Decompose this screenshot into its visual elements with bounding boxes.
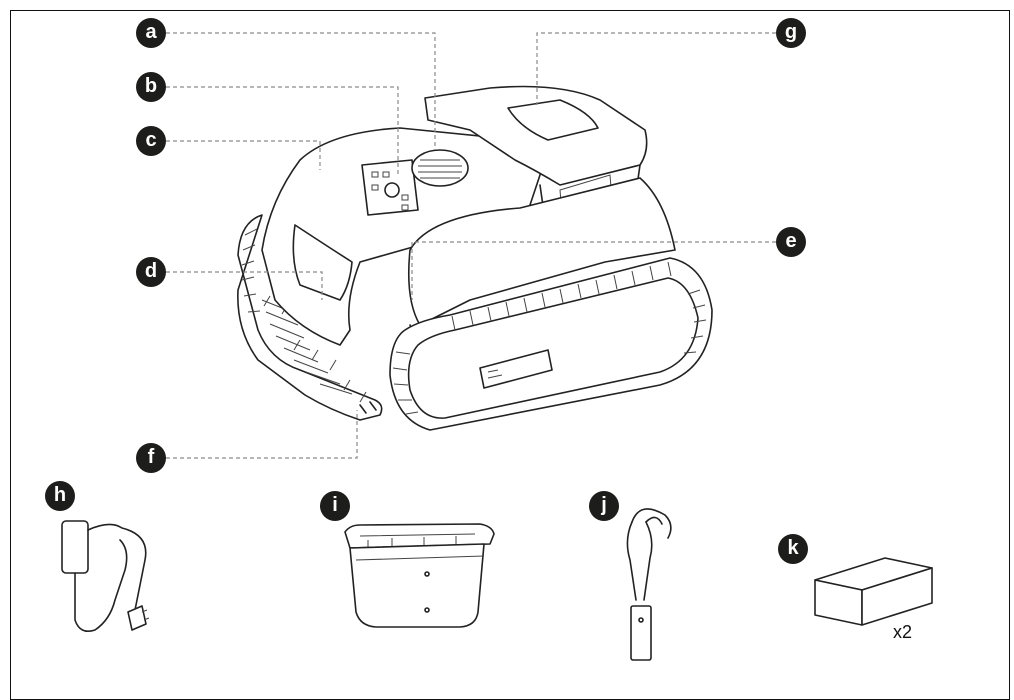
leader-line-f — [166, 410, 358, 459]
leader-line-b — [166, 86, 399, 175]
callout-c: c — [136, 126, 166, 156]
callout-label: a — [145, 21, 157, 43]
leader-lines — [166, 32, 776, 459]
callout-label: h — [54, 484, 66, 506]
hook-tool-illustration — [626, 508, 672, 661]
callout-label: b — [145, 75, 157, 97]
callout-label: d — [145, 260, 157, 282]
leader-line-c — [166, 140, 321, 170]
callout-label: i — [332, 494, 338, 516]
leader-line-a — [166, 32, 436, 150]
filter-basket-illustration — [344, 523, 495, 628]
leader-line-d — [166, 271, 323, 300]
leader-line-g — [536, 32, 776, 105]
callout-a: a — [136, 18, 166, 48]
quantity-label: x2 — [893, 622, 912, 642]
callout-d: d — [136, 257, 166, 287]
callout-k: k — [778, 534, 808, 564]
callout-label: c — [145, 129, 156, 151]
callout-i: i — [320, 491, 350, 521]
callout-e: e — [776, 227, 806, 257]
callout-b: b — [136, 72, 166, 102]
callout-label: g — [785, 21, 797, 43]
callout-g: g — [776, 18, 806, 48]
foam-block-illustration — [814, 557, 933, 626]
callout-h: h — [45, 481, 75, 511]
power-adapter-illustration — [61, 520, 150, 633]
parts-diagram: x2 a b c d e f g h i j k — [45, 18, 933, 661]
callout-label: j — [600, 494, 607, 516]
callout-label: f — [148, 446, 155, 468]
leader-line-e — [411, 241, 776, 300]
callout-f: f — [136, 443, 166, 473]
pool-robot-illustration — [237, 85, 713, 431]
callout-label: e — [785, 230, 796, 252]
callout-j: j — [589, 491, 619, 521]
callout-label: k — [787, 537, 799, 559]
